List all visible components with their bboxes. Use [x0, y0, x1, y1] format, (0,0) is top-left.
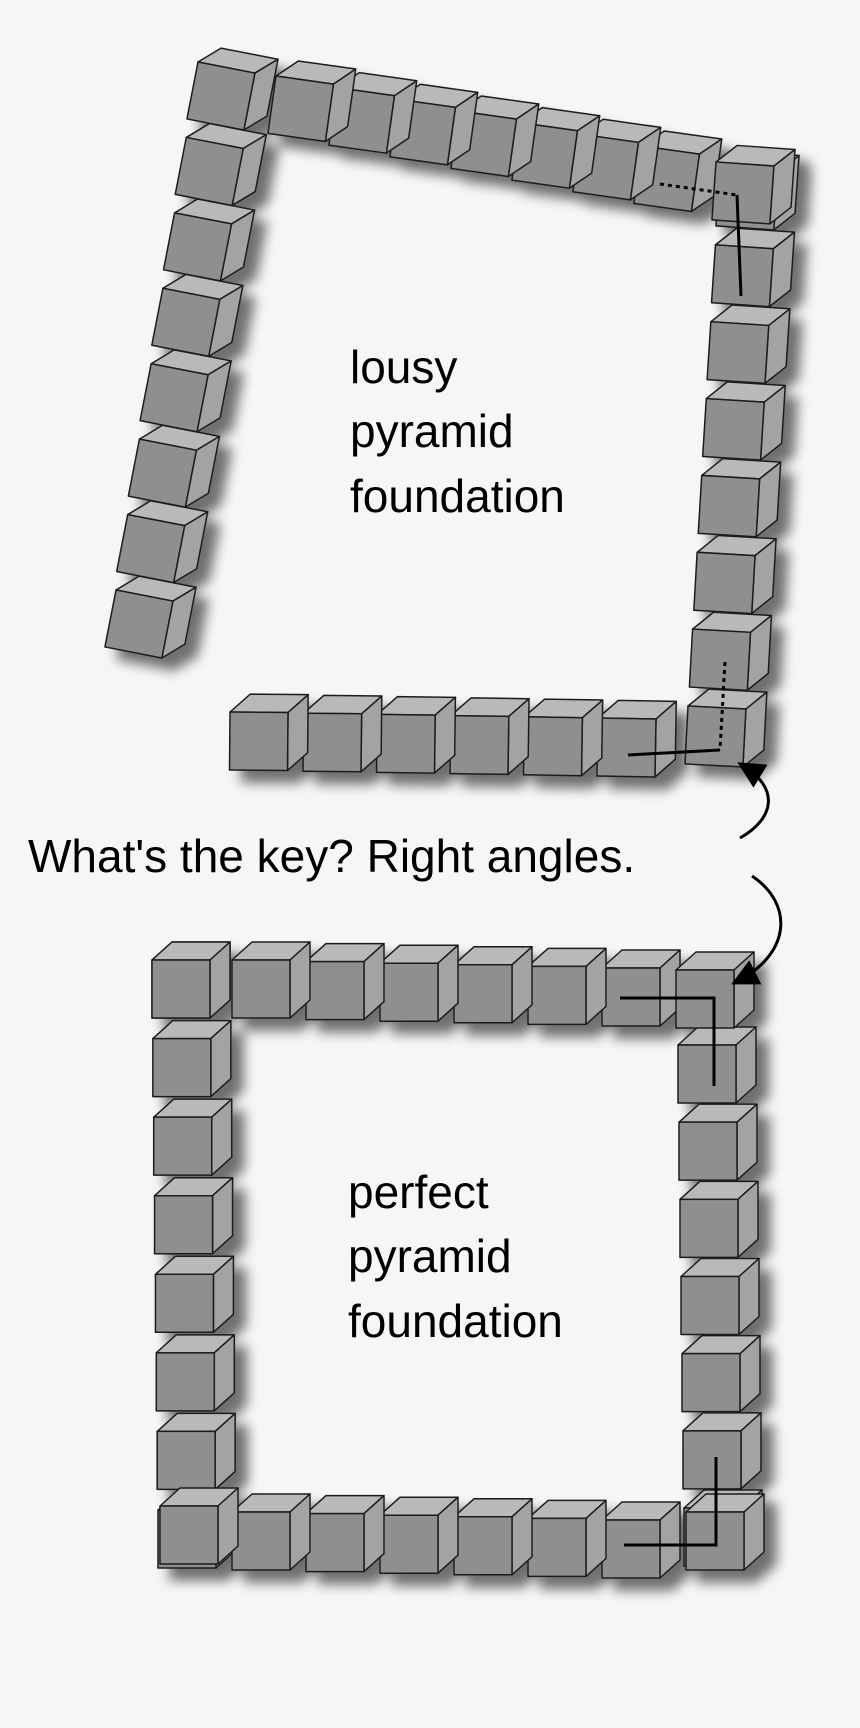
lousy-foundation: [104, 47, 800, 778]
cube-block-icon: [375, 695, 457, 774]
lousy-corner-markers: [627, 182, 743, 757]
cube-block-icon: [706, 304, 791, 385]
perfect-label-line2: pyramid: [348, 1230, 512, 1282]
perfect-label-line3: foundation: [348, 1295, 563, 1347]
cube-block-icon: [688, 611, 773, 691]
cube-block-icon: [677, 1026, 757, 1104]
lousy-label-line1: lousy: [350, 341, 457, 393]
cube-block-icon: [601, 949, 681, 1027]
cube-block-icon: [159, 1487, 239, 1565]
right-angle-marker-icon: [624, 1457, 718, 1547]
cube-block-icon: [162, 198, 256, 282]
cube-block-icon: [680, 1257, 760, 1336]
cube-block-icon: [453, 946, 533, 1024]
cube-block-icon: [115, 499, 209, 584]
right-angle-marker-icon: [620, 996, 716, 1086]
cube-block-icon: [697, 457, 782, 538]
cube-block-icon: [379, 1496, 459, 1574]
cube-block-icon: [684, 688, 768, 768]
perfect-foundation: [151, 941, 765, 1579]
cube-block-icon: [186, 47, 279, 131]
cube-block-icon: [152, 1019, 232, 1098]
cube-block-icon: [228, 693, 309, 772]
cube-block-icon: [154, 1255, 235, 1334]
cube-block-icon: [305, 942, 385, 1021]
cube-block-icon: [527, 1499, 607, 1578]
lousy-label-line2: pyramid: [350, 405, 514, 457]
cube-block-icon: [678, 1103, 758, 1181]
cube-block-icon: [527, 947, 607, 1026]
cube-block-icon: [681, 1334, 761, 1413]
cube-block-icon: [174, 122, 268, 207]
cube-block-icon: [572, 118, 662, 201]
cube-block-icon: [155, 1334, 236, 1412]
cube-block-icon: [267, 60, 357, 143]
cube-block-icon: [685, 1493, 765, 1571]
perfect-corner-markers: [620, 996, 718, 1547]
cube-block-icon: [151, 941, 231, 1019]
cube-block-icon: [601, 1501, 681, 1579]
cube-block-icon: [449, 697, 530, 776]
cube-block-icon: [379, 944, 459, 1022]
cube-block-icon: [633, 130, 723, 213]
cube-block-icon: [693, 534, 777, 615]
lousy-label-line3: foundation: [350, 470, 565, 522]
cube-block-icon: [231, 941, 311, 1019]
cube-block-icon: [596, 699, 678, 778]
cube-block-icon: [151, 273, 244, 358]
cube-block-icon: [302, 694, 383, 773]
right-angle-marker-icon: [627, 748, 721, 757]
cube-block-icon: [682, 1412, 762, 1490]
cube-block-icon: [127, 424, 221, 508]
cube-block-icon: [710, 227, 796, 308]
cube-block-icon: [711, 144, 796, 225]
right-angle-marker-icon: [659, 182, 738, 197]
cube-block-icon: [153, 1176, 234, 1255]
curved-arrow-icon: [731, 874, 783, 985]
cube-block-icon: [389, 83, 479, 166]
caption: What's the key? Right angles.: [28, 830, 635, 882]
cube-block-icon: [104, 575, 197, 659]
cube-block-icon: [152, 1098, 233, 1176]
cube-block-icon: [305, 1494, 385, 1573]
cube-block-icon: [453, 1498, 533, 1576]
cube-block-icon: [701, 381, 787, 461]
right-angle-marker-icon: [718, 661, 727, 751]
cube-block-icon: [231, 1493, 311, 1571]
cube-block-icon: [679, 1180, 759, 1259]
cube-block-icon: [522, 698, 604, 777]
perfect-label-line1: perfect: [348, 1166, 489, 1218]
cube-block-icon: [156, 1412, 236, 1491]
curved-arrow-icon: [737, 762, 770, 840]
right-angle-marker-icon: [735, 194, 743, 297]
cube-block-icon: [139, 349, 232, 433]
